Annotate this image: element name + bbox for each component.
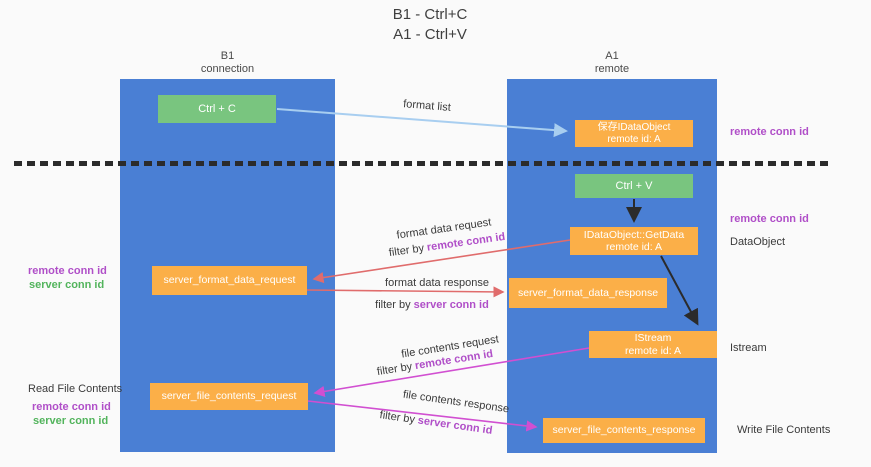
filter-by-server-conn-id-label-2: filter byserver conn id	[379, 409, 493, 437]
istream-line2: remote id: A	[624, 344, 682, 357]
format-data-response-label: format data response	[385, 277, 489, 289]
istream-box: IStream remote id: A	[589, 331, 717, 358]
saved-idataobject-line1: 保存IDataObject	[597, 121, 671, 133]
saved-idataobject-line2: remote id: A	[607, 133, 661, 145]
getdata-line2: remote id: A	[605, 241, 663, 253]
saved-idataobject-box: 保存IDataObject remote id: A	[575, 120, 693, 147]
read-file-contents-label: Read File Contents	[28, 383, 123, 395]
filter-by-prefix-2: filter by	[375, 299, 411, 311]
server-format-data-response-label: server_format_data_response	[517, 286, 659, 299]
server-file-contents-response-label: server_file_contents_response	[552, 424, 696, 436]
ctrl-c-box: Ctrl + C	[158, 95, 276, 123]
remote-conn-id-label-top-right: remote conn id	[730, 126, 809, 138]
server-conn-id-label-left-2: server conn id	[33, 415, 109, 427]
server-file-contents-request-box: server_file_contents_request	[150, 383, 308, 410]
remote-conn-id-label-mid-right: remote conn id	[730, 213, 809, 225]
getdata-line1: IDataObject::GetData	[583, 228, 685, 241]
ctrl-c-label: Ctrl + C	[198, 102, 236, 115]
title-line-2: A1 - Ctrl+V	[393, 26, 467, 43]
format-data-response-arrow	[306, 286, 505, 298]
left-column-subtitle: connection	[200, 63, 255, 75]
remote-conn-id-label-left-2: remote conn id	[32, 401, 111, 413]
filter-by-prefix-4: filter by	[378, 409, 416, 426]
server-format-data-request-label: server_format_data_request	[163, 274, 296, 286]
server-format-data-request-box: server_format_data_request	[152, 266, 307, 295]
right-column-subtitle: remote	[594, 63, 630, 75]
dashed-separator-line	[14, 161, 833, 166]
remote-conn-id-label-left-1: remote conn id	[28, 265, 107, 277]
server-file-contents-response-box: server_file_contents_response	[543, 418, 705, 443]
ctrl-v-label: Ctrl + V	[615, 179, 653, 192]
filter-by-prefix-3: filter by	[376, 360, 414, 379]
server-format-data-response-box: server_format_data_response	[509, 278, 667, 308]
idataobject-getdata-box: IDataObject::GetData remote id: A	[570, 227, 698, 255]
file-contents-response-label: file contents response	[402, 388, 510, 416]
format-list-label: format list	[402, 98, 452, 114]
ctrl-v-box: Ctrl + V	[575, 174, 693, 198]
title-line-1: B1 - Ctrl+C	[392, 6, 468, 23]
right-column-name: A1	[605, 50, 619, 62]
istream-side-label: Istream	[730, 342, 767, 354]
right-column-header: A1 remote	[507, 50, 717, 76]
write-file-contents-label: Write File Contents	[737, 424, 831, 436]
filter-by-prefix-1: filter by	[388, 242, 425, 260]
istream-line1: IStream	[634, 332, 672, 344]
left-column-header: B1 connection	[120, 50, 335, 76]
filter-by-highlight-4: server conn id	[416, 414, 494, 437]
left-column-name: B1	[220, 50, 235, 62]
server-conn-id-label-left-1: server conn id	[29, 279, 105, 291]
dataobject-label: DataObject	[730, 236, 786, 248]
filter-by-highlight-2: server conn id	[413, 299, 489, 311]
server-file-contents-request-label: server_file_contents_request	[161, 390, 297, 402]
diagram-title: B1 - Ctrl+C A1 - Ctrl+V	[330, 5, 530, 45]
